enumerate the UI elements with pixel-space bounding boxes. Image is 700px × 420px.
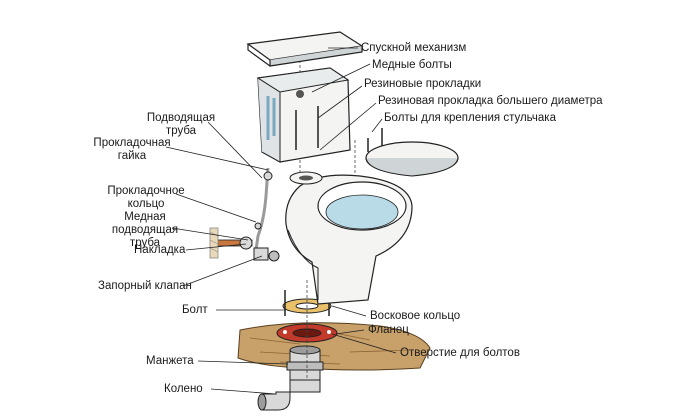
label-gasket-ring-line2: кольцо bbox=[127, 198, 165, 210]
label-supply-pipe: Подводящая труба bbox=[146, 112, 216, 138]
label-gasket-nut-line2: гайка bbox=[117, 150, 147, 162]
supply-pipe bbox=[254, 167, 270, 251]
label-cuff: Манжета bbox=[146, 355, 194, 367]
label-rubber-gaskets: Резиновые прокладки bbox=[364, 78, 482, 90]
label-copper-pipe-line2: подводящая bbox=[111, 224, 179, 236]
label-shutoff-valve: Запорный клапан bbox=[98, 280, 192, 292]
label-copper-pipe: Медная подводящая труба bbox=[110, 211, 180, 250]
label-gasket-nut-line1: Прокладочная bbox=[93, 137, 171, 149]
label-brass-bolts: Медные болты bbox=[372, 59, 452, 71]
label-gasket-ring-line1: Прокладочное bbox=[107, 185, 185, 197]
label-wax-ring: Восковое кольцо bbox=[370, 310, 461, 322]
shutoff-valve-shape bbox=[253, 247, 269, 261]
label-large-rubber-gasket: Резиновая прокладка большего диаметра bbox=[378, 95, 603, 107]
label-escutcheon: Накладка bbox=[134, 244, 186, 256]
label-gasket-ring: Прокладочное кольцо bbox=[106, 185, 186, 211]
cuff-ring bbox=[286, 361, 324, 371]
label-flange: Фланец bbox=[368, 324, 409, 336]
label-seat-bolts: Болты для крепления стульчака bbox=[384, 112, 556, 124]
label-copper-pipe-line3: труба bbox=[129, 237, 161, 249]
elbow-pipe bbox=[261, 379, 321, 411]
label-gasket-nut: Прокладочная гайка bbox=[92, 137, 172, 163]
label-bolt-holes: Отверстие для болтов bbox=[400, 347, 520, 359]
label-bolt: Болт bbox=[182, 304, 208, 316]
label-supply-pipe-line1: Подводящая bbox=[146, 112, 216, 124]
label-copper-pipe-line1: Медная bbox=[124, 211, 166, 223]
label-flush-mechanism: Спускной механизм bbox=[361, 42, 467, 54]
label-elbow: Колено bbox=[164, 383, 203, 395]
label-supply-pipe-line2: труба bbox=[165, 125, 197, 137]
